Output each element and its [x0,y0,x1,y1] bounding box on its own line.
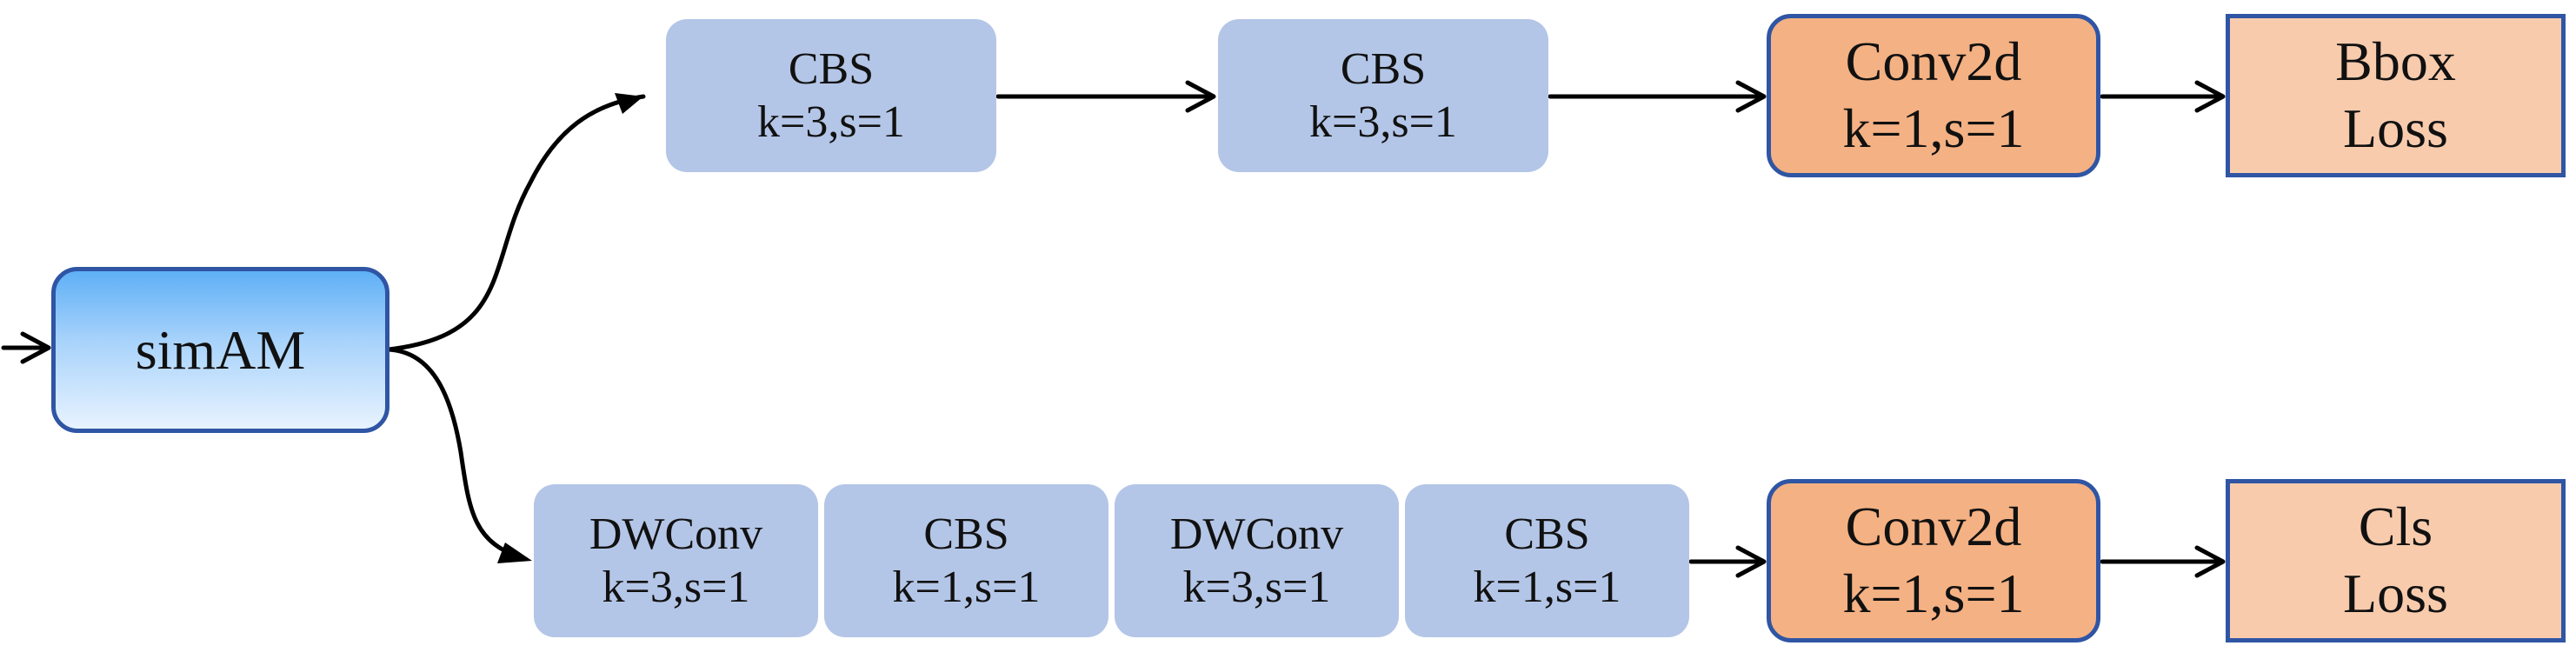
bottom-dwconv-1-name: DWConv [589,509,763,559]
bottom-cbs-block-2: CBS k=1,s=1 [1405,484,1689,637]
arrow-top-cbs2-to-conv [1548,80,1767,113]
bottom-cbs-2-params: k=1,s=1 [1473,562,1621,612]
bottom-dwconv-block-1: DWConv k=3,s=1 [534,484,818,637]
bottom-cbs-1-name: CBS [923,509,1009,559]
bottom-cbs-block-1: CBS k=1,s=1 [824,484,1108,637]
cls-loss-block: Cls Loss [2226,479,2566,642]
bottom-conv2d-params: k=1,s=1 [1842,562,2025,624]
top-cbs-2-name: CBS [1340,43,1427,94]
bottom-dwconv-2-params: k=3,s=1 [1182,562,1331,612]
top-cbs-2-params: k=3,s=1 [1309,97,1457,147]
branch-curve-top [386,94,646,352]
arrowhead-bottom-curve [497,543,532,563]
cls-loss-line1: Cls [2358,496,2433,558]
branch-curve-bottom [386,347,528,562]
bbox-loss-line1: Bbox [2335,30,2456,93]
top-conv2d-name: Conv2d [1845,30,2022,93]
simam-block: simAM [51,267,389,433]
arrow-bottom-conv-to-loss [2100,545,2226,578]
bottom-dwconv-1-params: k=3,s=1 [602,562,750,612]
bottom-conv2d-name: Conv2d [1845,496,2022,558]
input-arrow [1,331,51,364]
bbox-loss-line2: Loss [2343,97,2448,159]
simam-label: simAM [135,318,306,381]
bbox-loss-block: Bbox Loss [2226,14,2566,177]
cls-loss-line2: Loss [2343,562,2448,624]
top-conv2d-params: k=1,s=1 [1842,97,2025,159]
bottom-conv2d-block: Conv2d k=1,s=1 [1767,479,2100,642]
arrow-top-conv-to-loss [2100,80,2226,113]
arrowhead-top-curve [615,93,643,114]
bottom-cbs-1-params: k=1,s=1 [892,562,1041,612]
bottom-cbs-2-name: CBS [1504,509,1590,559]
bottom-dwconv-2-name: DWConv [1169,509,1344,559]
top-cbs-block-2: CBS k=3,s=1 [1218,19,1548,172]
top-cbs-1-params: k=3,s=1 [757,97,905,147]
top-cbs-block-1: CBS k=3,s=1 [666,19,996,172]
arrow-bottom-cbs-to-conv [1688,545,1767,578]
top-conv2d-block: Conv2d k=1,s=1 [1767,14,2100,177]
arrow-top-cbs1-to-cbs2 [995,80,1216,113]
top-cbs-1-name: CBS [788,43,875,94]
bottom-dwconv-block-2: DWConv k=3,s=1 [1115,484,1399,637]
